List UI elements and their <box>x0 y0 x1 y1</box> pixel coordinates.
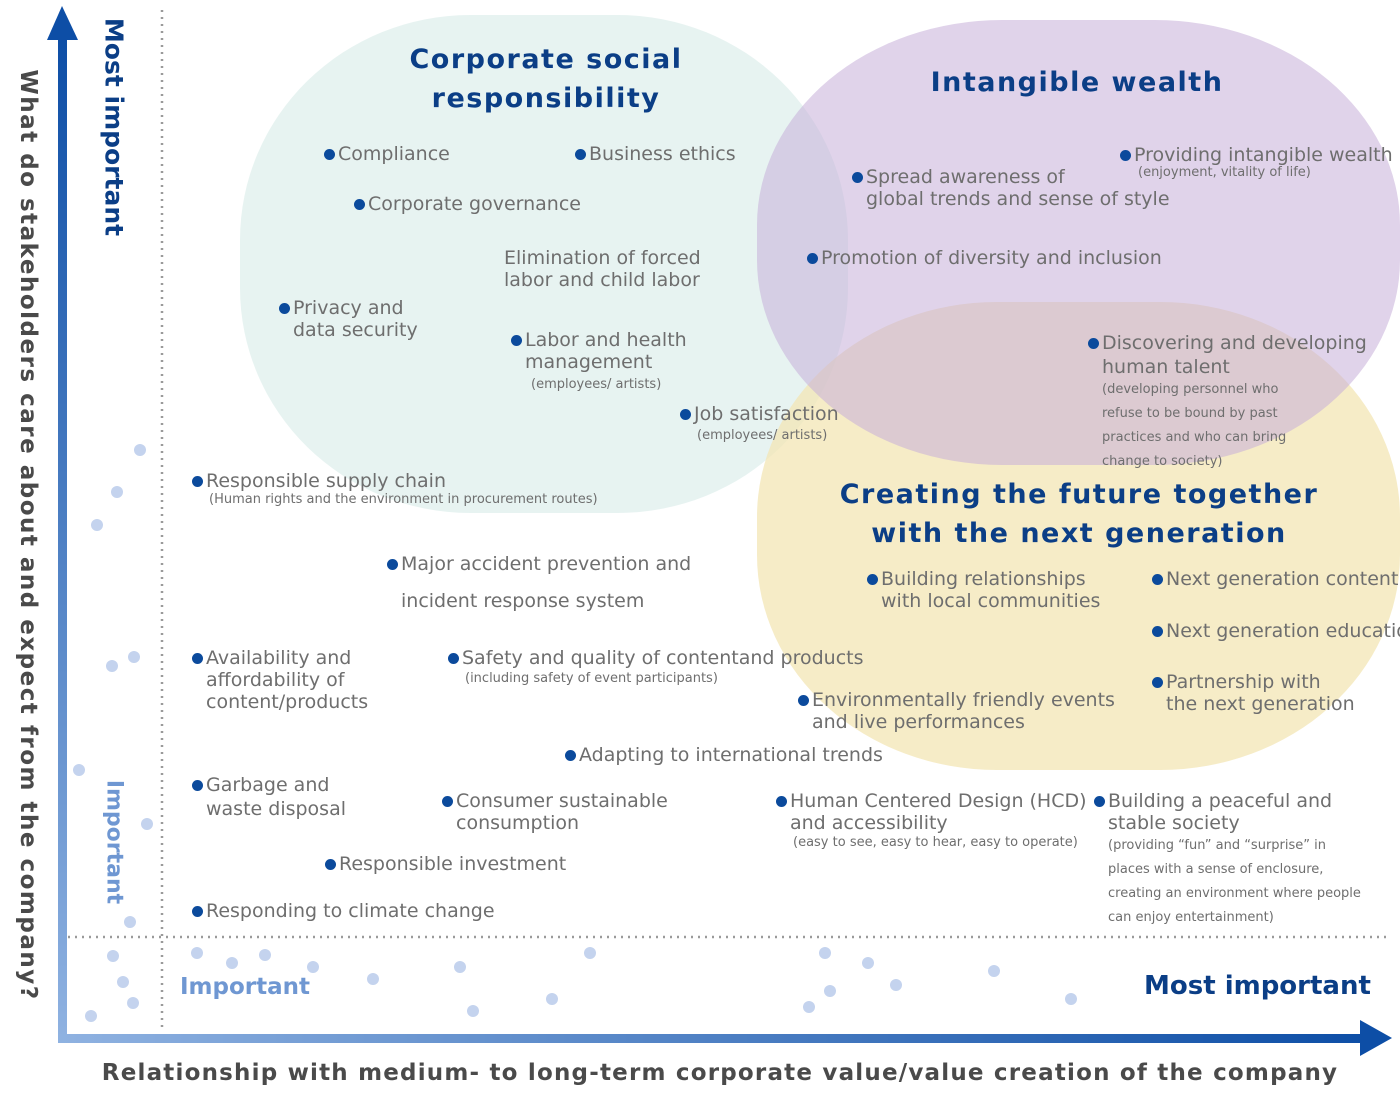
bullet-dot <box>192 780 203 791</box>
bullet-dot <box>852 172 863 183</box>
bullet-dot <box>565 750 576 761</box>
x-axis-bar <box>58 1034 1368 1043</box>
bullet-dot <box>798 695 809 706</box>
bullet-dot <box>1152 626 1163 637</box>
bullet-dot <box>442 796 453 807</box>
y-axis-title: What do stakeholders care about and expe… <box>15 69 41 1001</box>
intangible-region <box>757 20 1400 465</box>
bullet-dot <box>680 409 691 420</box>
item-human-talent: Discovering and developing human talent … <box>1088 332 1367 474</box>
bullet-dot <box>192 476 203 487</box>
bullet-dot <box>448 653 459 664</box>
item-garbage: Garbage and waste disposal <box>192 774 346 820</box>
bullet-dot <box>807 253 818 264</box>
item-consumer-consumption: Consumer sustainable consumption <box>442 790 668 834</box>
bullet-dot <box>867 574 878 585</box>
item-compliance: Compliance <box>324 143 450 165</box>
bullet-dot <box>1120 150 1131 161</box>
item-job-satisfaction: Job satisfaction (employees/ artists) <box>680 403 839 447</box>
item-hcd: Human Centered Design (HCD) and accessib… <box>776 790 1087 852</box>
bullet-dot <box>511 335 522 346</box>
bullet-dot <box>325 859 336 870</box>
item-corporate-governance: Corporate governance <box>354 193 581 215</box>
item-next-generation-education: Next generation education <box>1152 620 1400 642</box>
bullet-dot <box>192 906 203 917</box>
bullet-dot <box>776 796 787 807</box>
intangible-region-title: Intangible wealth <box>930 67 1224 98</box>
bullet-dot <box>575 149 586 160</box>
y-axis-bar <box>58 36 67 1040</box>
x-axis-title: Relationship with medium- to long-term c… <box>101 1060 1339 1086</box>
item-availability: Availability and affordability of conten… <box>192 647 368 713</box>
bullet-dot <box>1152 677 1163 688</box>
bullet-dot <box>279 303 290 314</box>
item-supply-chain: Responsible supply chain (Human rights a… <box>192 470 598 508</box>
bullet-dot <box>324 149 335 160</box>
item-providing-intangible-wealth: Providing intangible wealth (enjoyment, … <box>1120 144 1393 180</box>
y-axis-arrowhead <box>47 6 78 40</box>
item-next-generation-partnership: Partnership with the next generation <box>1152 671 1355 715</box>
item-spread-awareness: Spread awareness of global trends and se… <box>852 166 1170 210</box>
bullet-dot <box>354 199 365 210</box>
item-major-accident: Major accident prevention and incident r… <box>387 553 691 612</box>
x-axis-most-important-label: Most important <box>1144 971 1371 1001</box>
bullet-dot <box>387 559 398 570</box>
x-axis-important-label: Important <box>180 974 311 1000</box>
y-axis-most-important-label: Most important <box>99 17 129 237</box>
bullet-dot <box>1088 338 1099 349</box>
item-safety-quality: Safety and quality of contentand product… <box>448 647 864 689</box>
item-business-ethics: Business ethics <box>575 143 736 165</box>
item-environmental-events: Environmentally friendly events and live… <box>798 689 1115 733</box>
x-axis-arrowhead <box>1360 1020 1392 1056</box>
y-axis-important-label: Important <box>101 779 127 905</box>
item-privacy: Privacy and data security <box>279 297 418 341</box>
scatter-dots <box>73 444 1077 1022</box>
item-next-generation-content: Next generation content <box>1152 568 1398 590</box>
bullet-dot <box>1152 574 1163 585</box>
csr-region <box>240 15 848 513</box>
item-international-trends: Adapting to international trends <box>565 744 883 766</box>
item-peaceful-society: Building a peaceful and stable society (… <box>1094 790 1366 930</box>
item-labor-health: Labor and health management (employees/ … <box>511 329 687 397</box>
bullet-dot <box>192 653 203 664</box>
item-local-communities: Building relationships with local commun… <box>867 568 1100 612</box>
item-responsible-investment: Responsible investment <box>325 853 566 875</box>
item-forced-labor: Elimination of forced labor and child la… <box>504 247 701 291</box>
bullet-dot <box>1094 796 1105 807</box>
item-climate-change: Responding to climate change <box>192 900 495 922</box>
item-diversity-inclusion: Promotion of diversity and inclusion <box>807 247 1162 269</box>
